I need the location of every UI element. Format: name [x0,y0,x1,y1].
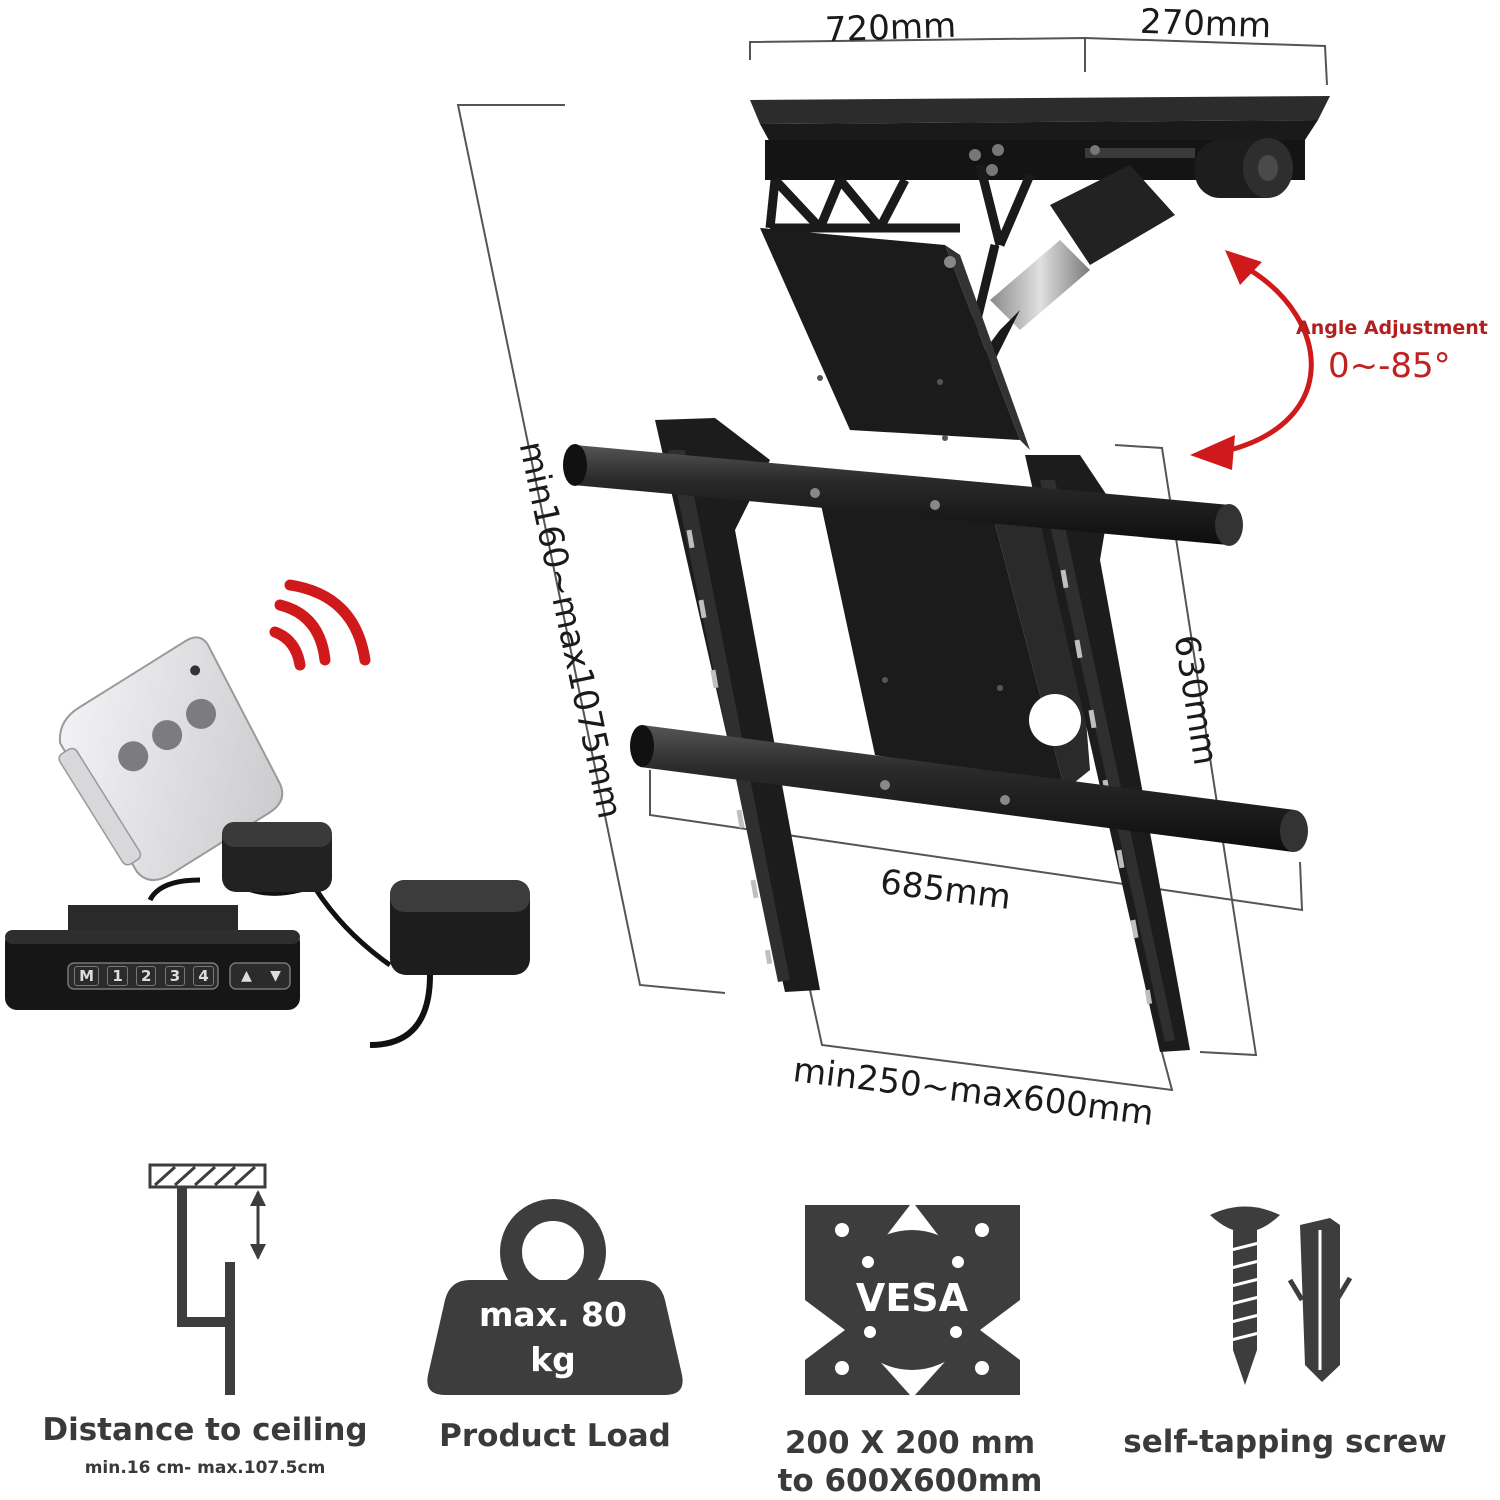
linear-actuator [970,165,1175,380]
angle-adjustment-title: Angle Adjustment [1296,317,1488,339]
feature-ceiling-subtitle: min.16 cm- max.107.5cm [84,1458,326,1478]
angle-arrow-head-top [1225,250,1262,285]
controller-arrow-keys: ▲ ▼ [232,964,290,988]
horizontal-bar-upper [563,444,1243,546]
controller-key-4: 4 [193,966,214,986]
controller-key-2: 2 [136,966,157,986]
feature-screw-title: self-tapping screw [1123,1424,1447,1460]
weight-badge-line2: kg [530,1340,576,1379]
tv-arm-right [1025,455,1190,1052]
controller-key-0: M [74,966,100,986]
angle-arrow [1229,267,1314,453]
feature-vesa-title-line1: 200 X 200 mm [784,1425,1036,1461]
arrow-up-icon: ▲ [241,968,252,984]
control-box [5,905,300,1010]
arrow-down-icon: ▼ [270,968,281,984]
signal-waves-icon [269,579,371,671]
hanging-plate-upper [760,228,1030,450]
wall-plug-icon [1287,1218,1353,1382]
dim-line-plate-width [649,770,1304,912]
feature-ceiling-title: Distance to ceiling [42,1412,368,1448]
weight-badge-line1: max. 80 [479,1295,627,1334]
dim-line-width-top [749,36,1086,72]
dimension-lines [456,36,1328,1092]
dim-line-height [456,104,726,994]
controller-keypad [67,962,291,990]
ceiling-distance-icon [148,1163,267,1395]
angle-arrow-head-bottom [1190,435,1235,470]
power-adapters [147,822,530,1048]
feature-load-title: Product Load [439,1418,671,1454]
feature-vesa-title-line2: to 600X600mm [777,1463,1043,1499]
motor [1195,138,1293,198]
angle-adjustment-value: 0~-85° [1328,346,1451,386]
dim-line-plate-height [1114,444,1258,1057]
dim-line-depth-top [1084,37,1328,86]
controller-key-3: 3 [164,966,186,986]
remote-control [58,579,371,882]
screw-icon [1210,1206,1280,1385]
controller-key-1: 1 [107,966,128,986]
horizontal-bar-lower [630,725,1308,852]
dim-label-width-top: 720mm [824,5,957,51]
ceiling-box [750,96,1330,198]
vesa-badge: VESA [855,1276,969,1320]
weight-icon [427,1199,683,1395]
dim-line-arm-spacing [809,989,1174,1092]
dim-label-depth-top: 270mm [1139,1,1272,47]
vesa-plate-icon [805,1205,1020,1395]
